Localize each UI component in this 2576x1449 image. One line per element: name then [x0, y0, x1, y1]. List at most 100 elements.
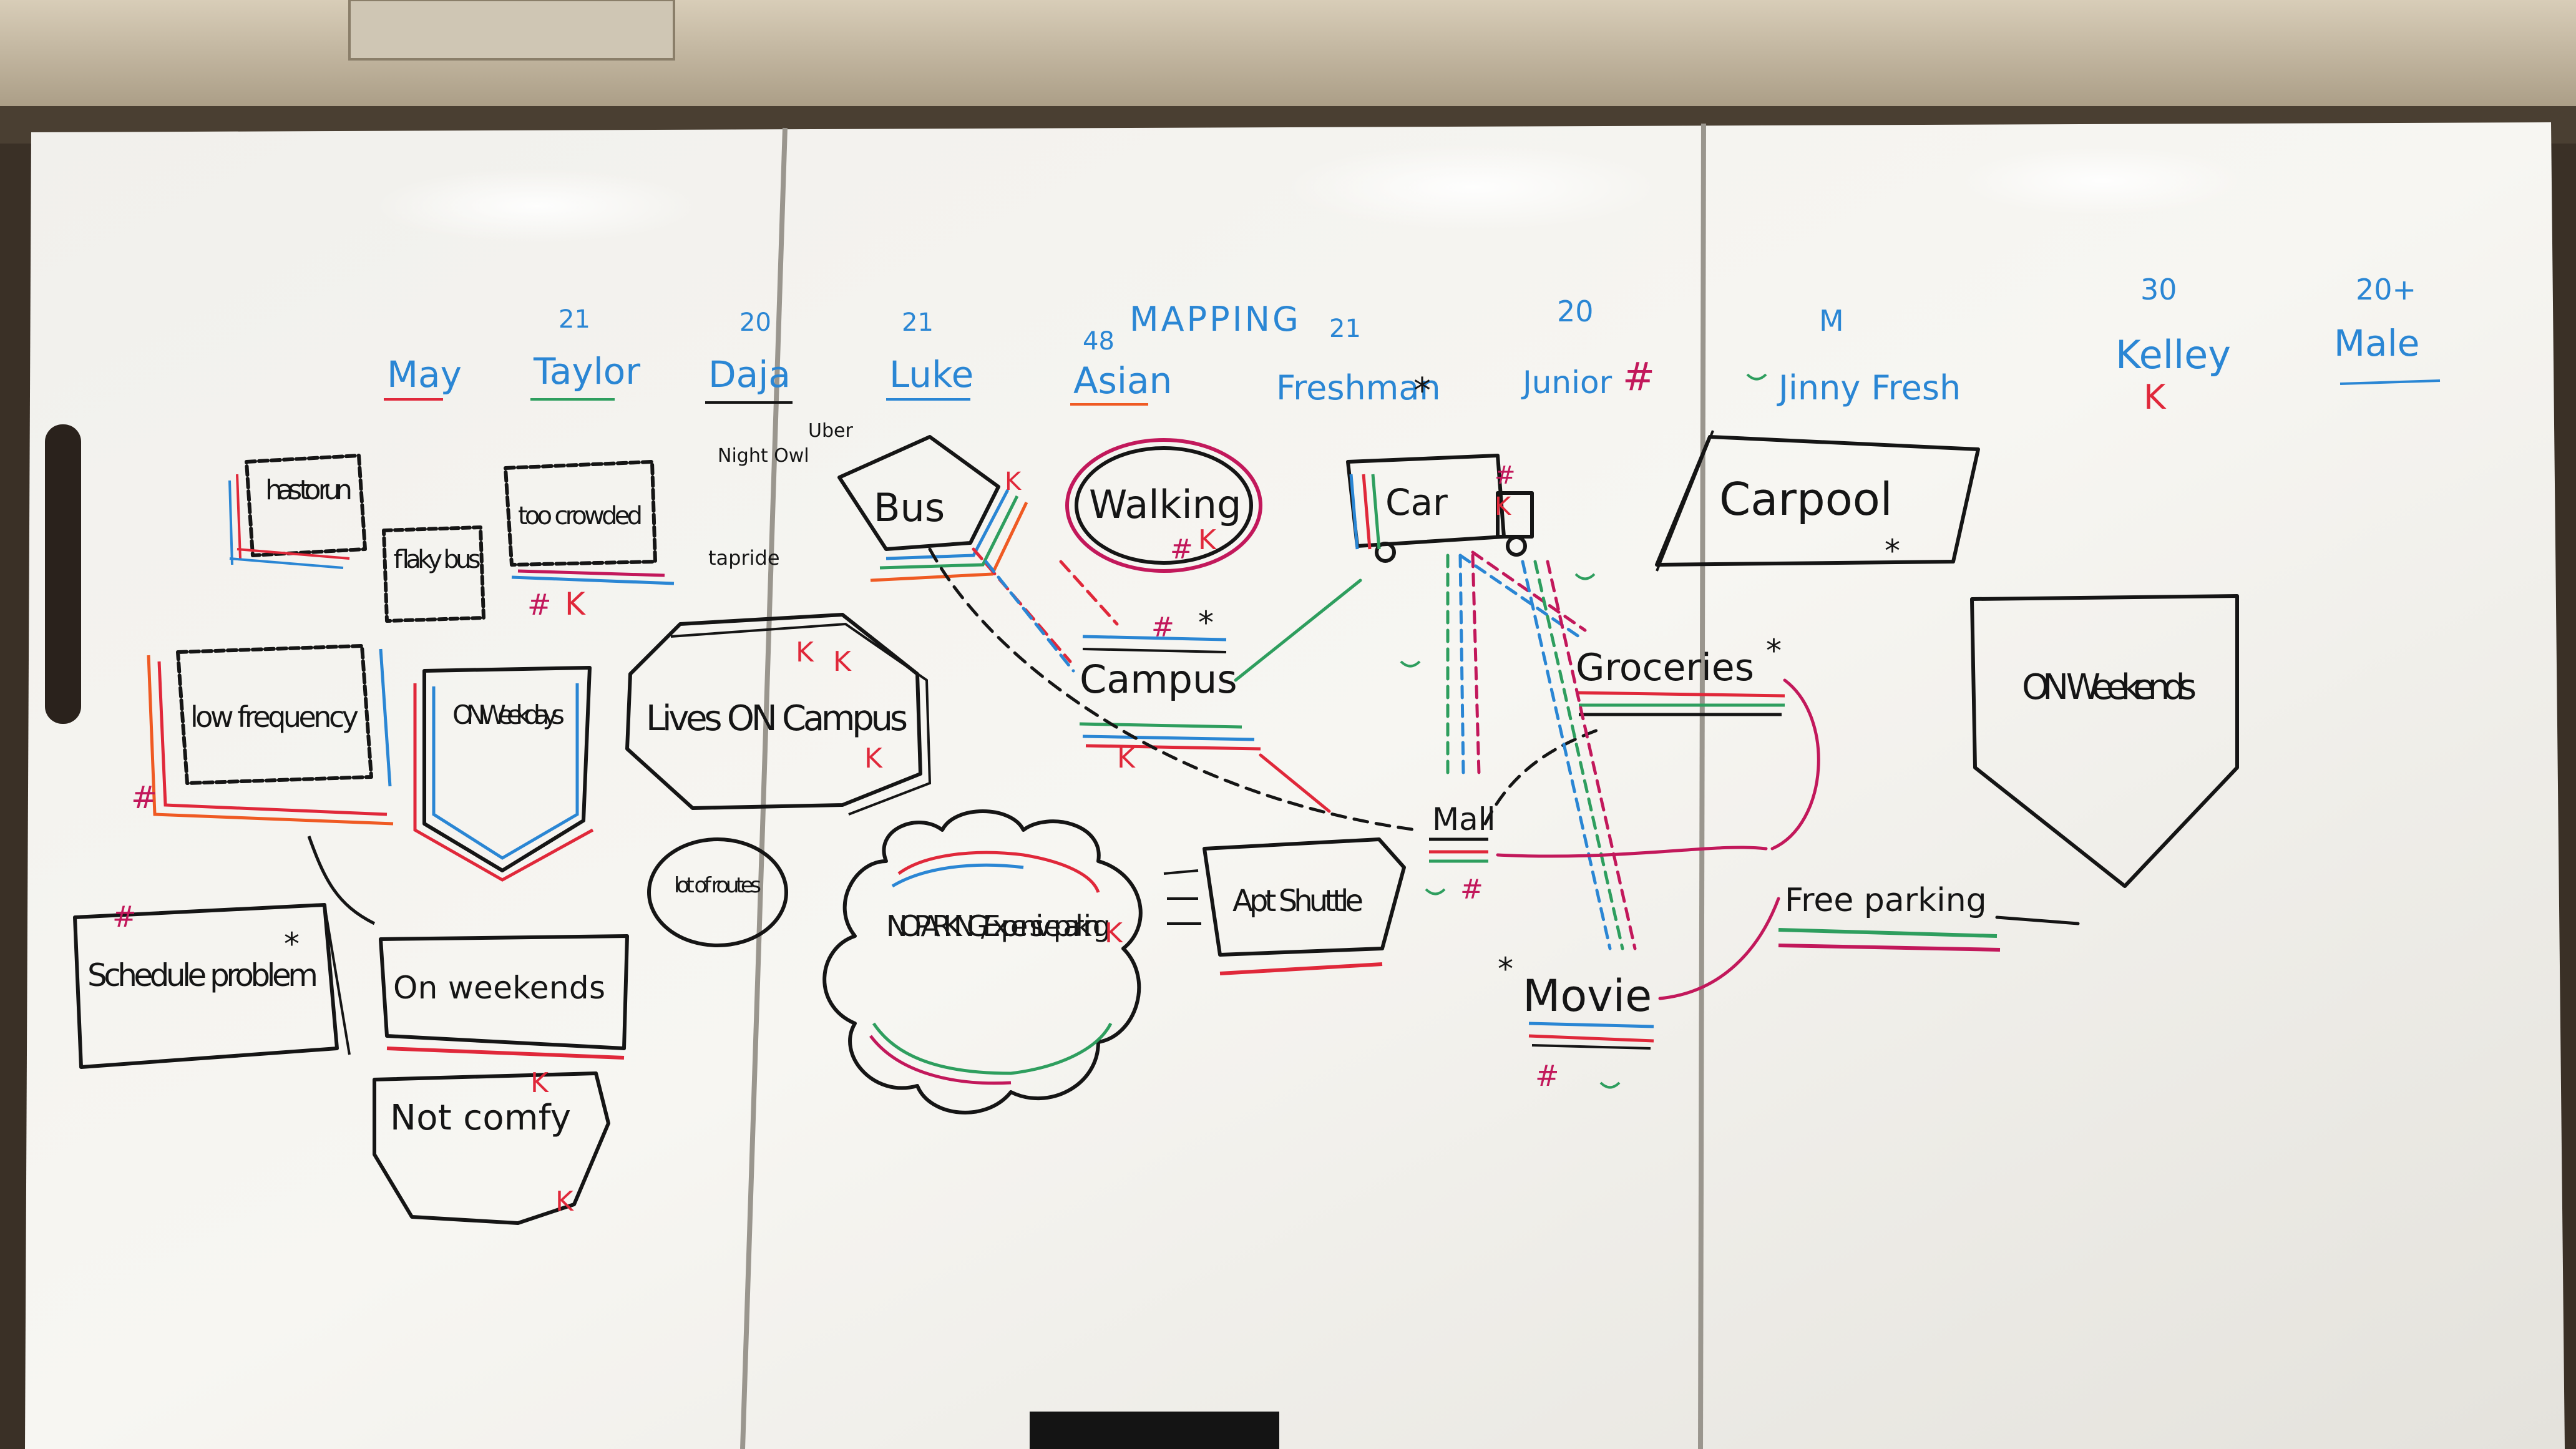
persona-daja: Daja	[708, 353, 791, 396]
node-walking: Walking # K	[1065, 438, 1262, 573]
note-has-to-run: has to run	[228, 454, 367, 569]
monitor-top	[1030, 1412, 1279, 1449]
label-carpool: Carpool	[1719, 473, 1893, 525]
persona-jinny-age: M	[1819, 304, 1844, 338]
svg-text:K: K	[1005, 467, 1022, 496]
label-on-weekends-right: ON Weekends	[2022, 667, 2197, 708]
node-movie: Movie # *	[1498, 951, 1654, 1093]
label-flaky-bus: flaky bus	[394, 545, 481, 574]
panel-seam-2	[1698, 123, 1706, 1449]
label-has-to-run: has to run	[265, 474, 353, 506]
persona-male: Male	[2334, 322, 2419, 364]
persona-junior: Junior	[1521, 364, 1612, 401]
svg-text:*: *	[284, 926, 300, 962]
label-no-parking: NO PARKING / Expensive parking	[886, 909, 1111, 943]
connector-arrows	[928, 547, 2080, 1000]
svg-text:#: #	[1535, 1059, 1559, 1093]
node-apt-shuttle: Apt Shuttle	[1163, 837, 1406, 975]
node-car: Car # K	[1346, 454, 1534, 563]
note-low-frequency: low frequency #	[131, 644, 394, 826]
node-carpool: Carpool *	[1655, 430, 1980, 572]
light-glare-2	[1286, 144, 1660, 231]
node-campus: Campus # K *	[1079, 605, 1261, 774]
persona-taylor-age: 21	[559, 305, 590, 334]
label-uber: Uber	[808, 420, 853, 442]
ceiling-vent	[348, 0, 675, 61]
side-notes: Night Owl Uber tapride	[708, 420, 853, 570]
node-mall: Mall #	[1429, 801, 1496, 905]
label-bus: Bus	[874, 485, 945, 530]
panel-seam-1	[740, 127, 788, 1449]
label-lot-of-routes: lot of routes	[674, 873, 761, 898]
shield-on-weekdays: ON Weekdays	[413, 666, 594, 882]
svg-text:K: K	[833, 646, 852, 678]
label-tap-ride: tapride	[708, 546, 780, 570]
light-glare-1	[374, 168, 699, 243]
svg-text:#: #	[1495, 461, 1516, 490]
svg-text:*: *	[1766, 633, 1782, 669]
label-car: Car	[1385, 481, 1448, 524]
persona-junior-age: 20	[1557, 295, 1594, 328]
note-schedule-problem: Schedule problem # *	[73, 836, 376, 1069]
note-too-crowded: too crowded # K	[504, 460, 675, 622]
persona-freshman: Freshman	[1276, 368, 1441, 407]
persona-jinny: Jinny Fresh	[1777, 368, 1961, 407]
svg-text:#: #	[112, 900, 137, 934]
cloud-no-parking: NO PARKING / Expensive parking K	[822, 809, 1143, 1115]
label-mall: Mall	[1432, 801, 1496, 837]
persona-row: May 21 Taylor 20 Daja 21 Luke 48 Asian 2…	[387, 273, 2419, 407]
svg-text:K: K	[555, 1186, 574, 1217]
persona-luke: Luke	[889, 353, 973, 396]
label-movie: Movie	[1523, 970, 1652, 1022]
smiley-marks	[1400, 373, 1767, 1089]
svg-text:K: K	[864, 743, 883, 774]
svg-text:*: *	[1413, 371, 1431, 411]
board-handle[interactable]	[45, 424, 81, 724]
svg-text:*: *	[1498, 951, 1513, 987]
persona-male-age: 20+	[2356, 273, 2416, 306]
whiteboard	[25, 122, 2565, 1449]
label-not-comfy: Not comfy	[390, 1098, 571, 1138]
persona-kelley-age: 30	[2140, 273, 2177, 306]
circle-lot-of-routes: lot of routes	[647, 837, 788, 947]
svg-text:K: K	[796, 637, 814, 668]
svg-text:K: K	[1198, 524, 1217, 556]
persona-asian: Asian	[1073, 359, 1172, 402]
svg-text:#: #	[1622, 354, 1655, 399]
persona-daja-age: 20	[739, 308, 771, 337]
persona-taylor: Taylor	[533, 350, 640, 393]
label-low-frequency: low frequency	[190, 700, 359, 734]
svg-text:K: K	[1495, 492, 1512, 521]
svg-text:*: *	[1198, 605, 1214, 641]
label-groceries: Groceries	[1576, 646, 1754, 690]
label-too-crowded: too crowded	[518, 502, 643, 530]
svg-text:K: K	[565, 586, 586, 622]
note-on-weekends-left: On weekends	[379, 934, 629, 1060]
persona-asian-age: 48	[1083, 327, 1115, 356]
node-bus: Bus K	[837, 435, 1028, 582]
svg-text:#: #	[1460, 874, 1483, 905]
shield-on-weekends-right: ON Weekends	[1970, 594, 2239, 888]
node-groceries: Groceries *	[1575, 633, 1785, 716]
octagon-lives-on-campus: Lives ON Campus K K K	[625, 613, 932, 816]
svg-text:K: K	[2144, 378, 2167, 417]
light-glare-3	[1959, 147, 2247, 215]
persona-kelley: Kelley	[2115, 332, 2231, 378]
svg-text:#: #	[1151, 612, 1174, 643]
persona-may: May	[387, 353, 462, 396]
label-free-parking: Free parking	[1785, 882, 1987, 919]
persona-luke-age: 21	[902, 308, 934, 337]
label-lives-on-campus: Lives ON Campus	[646, 698, 908, 739]
node-free-parking: Free parking	[1778, 882, 2001, 952]
label-schedule-problem: Schedule problem	[87, 957, 318, 993]
persona-underlines	[384, 379, 2441, 406]
svg-text:#: #	[131, 779, 157, 816]
label-on-weekends-left: On weekends	[393, 970, 605, 1006]
persona-marks: # K *	[1413, 354, 2167, 417]
label-on-weekdays: ON Weekdays	[452, 700, 565, 730]
note-flaky-bus: flaky bus	[382, 525, 485, 623]
label-walking: Walking	[1089, 482, 1241, 527]
svg-text:*: *	[1885, 533, 1900, 569]
svg-text:#: #	[527, 588, 552, 622]
